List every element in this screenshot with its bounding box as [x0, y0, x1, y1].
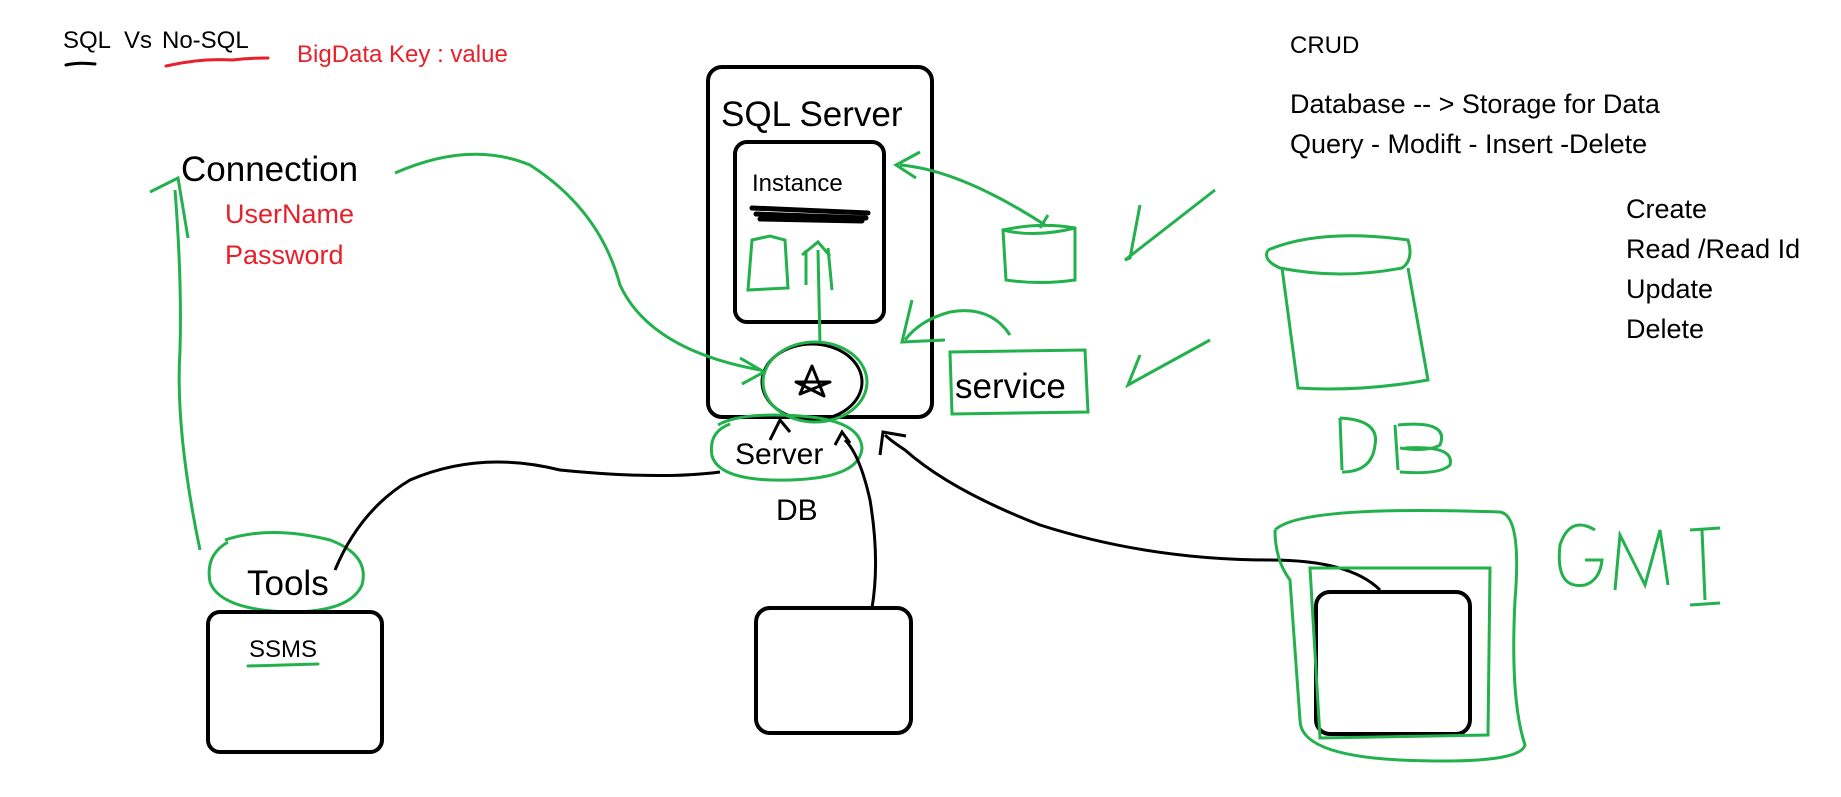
nosql-label: No-SQL [162, 27, 249, 54]
check-mark-1 [1124, 188, 1216, 262]
crud-op-delete: Delete [1626, 314, 1705, 344]
db-sketch-left [746, 234, 790, 292]
tools-box [206, 610, 384, 754]
tools-arrow-head [149, 175, 190, 239]
server-green-ellipse [709, 413, 864, 482]
service-arrow-head [900, 299, 946, 344]
crud-line2: Query - Modift - Insert -Delete [1290, 129, 1648, 159]
sql-label: SQL [63, 27, 112, 54]
connection-arrow-head [739, 356, 768, 386]
server-label: Server [735, 438, 824, 471]
gui-box [1314, 590, 1472, 736]
gui-green-outer [1273, 509, 1527, 763]
username-label: UserName [225, 199, 355, 229]
middle-box-line [843, 438, 878, 609]
tools-to-connection-arrow [173, 189, 202, 551]
vs-label: Vs [124, 27, 153, 54]
small-db-to-instance-arrow [899, 163, 1046, 227]
crud-op-update: Update [1626, 274, 1714, 304]
tools-server-line [333, 460, 721, 571]
bigdata-label: BigData Key : value [297, 41, 508, 68]
db-label: DB [776, 494, 818, 527]
tools-green-ellipse [207, 531, 365, 614]
gui-arrow-head [878, 430, 907, 456]
server-arrow-2 [833, 429, 852, 446]
instance-label: Instance [752, 170, 843, 197]
tools-label: Tools [247, 564, 329, 603]
db-sketch-right-arrow [801, 239, 834, 346]
sql-server-title: SQL Server [721, 95, 903, 134]
ssms-label: SSMS [249, 636, 318, 663]
instance-box [733, 140, 886, 324]
gui-handwriting [1557, 523, 1721, 607]
service-label: service [955, 367, 1066, 406]
big-db-cylinder [1265, 234, 1430, 391]
connection-label: Connection [181, 150, 359, 189]
instance-scribble [749, 205, 871, 224]
ssms-underline [246, 662, 320, 668]
password-label: Password [225, 240, 344, 270]
nosql-underline [164, 56, 270, 68]
small-db-arrow-head [893, 150, 921, 180]
small-db-sketch [1001, 214, 1077, 284]
service-to-server-arrow [903, 309, 1012, 341]
crud-title: CRUD [1290, 32, 1360, 59]
service-green-box [948, 348, 1090, 416]
check-mark-2 [1125, 338, 1211, 389]
server-arrow-1 [768, 417, 792, 441]
connection-to-server-arrow [394, 152, 761, 372]
client-box-middle [754, 606, 913, 735]
star-icon [794, 364, 832, 398]
sql-underline [64, 61, 97, 67]
service-circle-green [761, 340, 869, 424]
crud-op-read: Read /Read Id [1626, 234, 1801, 264]
crud-line1: Database -- > Storage for Data [1290, 89, 1660, 119]
gui-green-inner [1308, 566, 1492, 740]
crud-op-create: Create [1626, 194, 1708, 224]
gui-server-line [883, 433, 1382, 592]
db-handwriting [1338, 416, 1452, 475]
